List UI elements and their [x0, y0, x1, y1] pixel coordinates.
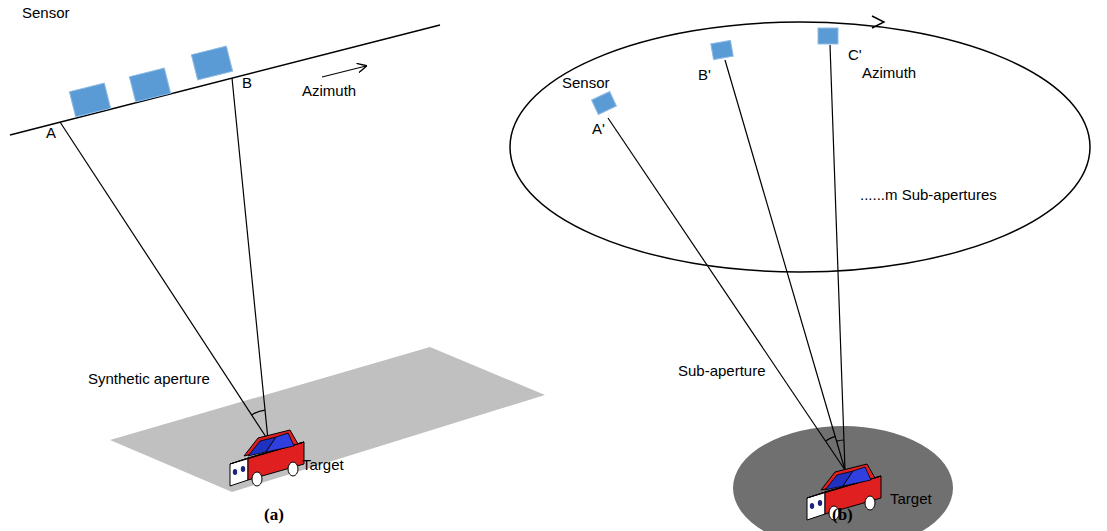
point-label: C' — [846, 46, 864, 64]
aperture-arc — [826, 436, 836, 441]
sub-aperture-count: ......m Sub-apertures — [858, 186, 999, 204]
car-target — [230, 430, 304, 486]
azimuth-arrow — [872, 16, 884, 28]
beam-line — [232, 78, 268, 440]
sensor-label: Sensor — [20, 4, 72, 22]
point-label: A' — [590, 120, 607, 138]
point-label: B — [240, 74, 254, 92]
panel-caption: (b) — [830, 506, 855, 524]
sensor-symbols — [69, 46, 232, 117]
aperture-arc — [252, 410, 265, 415]
flight-track — [10, 25, 440, 135]
azimuth-arrow — [322, 66, 366, 77]
direction-label: Azimuth — [300, 82, 358, 100]
aperture-label: Synthetic aperture — [86, 370, 212, 388]
target-label: Target — [300, 456, 346, 474]
aperture-label: Sub-aperture — [676, 362, 768, 380]
sensor-symbols — [592, 28, 838, 114]
point-label: A — [44, 124, 58, 142]
beam-line — [725, 60, 845, 470]
ground-disc — [733, 426, 953, 531]
point-label: B' — [696, 66, 713, 84]
aperture-arc — [837, 440, 844, 441]
circular-track — [510, 22, 1090, 272]
beam-line — [60, 122, 268, 440]
target-label: Target — [888, 490, 934, 508]
ground-strip — [110, 347, 545, 492]
direction-label: Azimuth — [860, 64, 918, 82]
panel-caption: (a) — [262, 506, 286, 524]
sensor-label: Sensor — [560, 74, 612, 92]
beam-line — [608, 118, 845, 470]
beam-line — [830, 45, 845, 470]
